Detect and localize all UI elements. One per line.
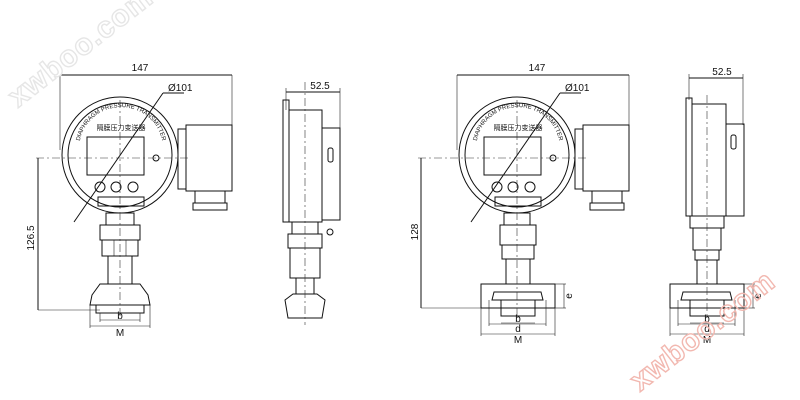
dim-e-right-side: e bbox=[753, 293, 764, 299]
dial-title-en-right: DIAPHRAGM PRESSURE TRANSMITTER bbox=[473, 103, 563, 142]
dial-title-cn-left: 隔膜压力变送器 bbox=[97, 123, 146, 132]
front-view-left: 147 DIAPHRAGM PRESSURE TRANSMITTER 隔膜压力变… bbox=[26, 63, 233, 339]
dim-width-left: 147 bbox=[132, 63, 149, 74]
dim-M-right-side: M bbox=[703, 335, 711, 346]
watermark-top-left: xwboo.com bbox=[2, 0, 159, 114]
dim-M-left: M bbox=[116, 328, 124, 339]
front-view-right: 147 DIAPHRAGM PRESSURE TRANSMITTER 隔膜压力变… bbox=[410, 63, 630, 346]
dim-d-right-side: d bbox=[704, 324, 710, 335]
dim-diameter-left: Ø101 bbox=[168, 83, 193, 94]
dim-height-left: 126.5 bbox=[26, 225, 37, 250]
dim-e-right-front: e bbox=[564, 293, 575, 299]
dim-d-right-front: d bbox=[515, 324, 521, 335]
dim-diameter-right: Ø101 bbox=[565, 83, 590, 94]
dim-height-right: 128 bbox=[410, 223, 421, 240]
dim-M-right-front: M bbox=[514, 335, 522, 346]
dial-title-en-left: DIAPHRAGM PRESSURE TRANSMITTER bbox=[76, 103, 166, 142]
dim-depth-left: 52.5 bbox=[310, 81, 330, 92]
side-view-right: 52.5 e b d M bbox=[669, 67, 764, 346]
dim-b-right-side: b bbox=[704, 314, 710, 325]
dim-depth-right: 52.5 bbox=[712, 67, 732, 78]
dim-b-left: b bbox=[117, 311, 123, 322]
dial-title-cn-right: 隔膜压力变送器 bbox=[494, 123, 543, 132]
dim-b-right-front: b bbox=[515, 314, 521, 325]
dim-width-right: 147 bbox=[529, 63, 546, 74]
side-view-left: 52.5 bbox=[282, 81, 341, 325]
